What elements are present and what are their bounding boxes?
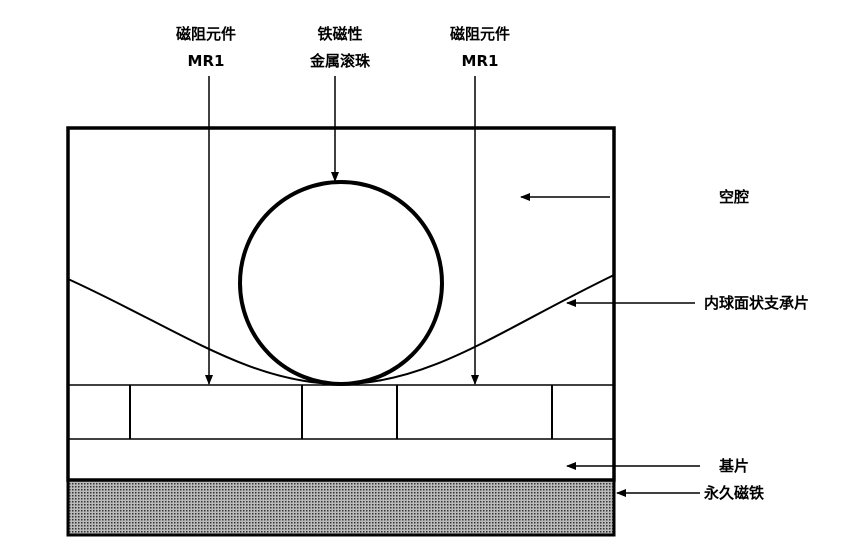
label-magnet: 永久磁铁 [703, 484, 764, 502]
label-mr-right: 磁阻元件 [450, 25, 510, 43]
spherical-support-sheet [67, 274, 615, 386]
label-cavity: 空腔 [719, 188, 749, 206]
label-substrate: 基片 [718, 457, 749, 475]
label-support: 内球面状支承片 [704, 294, 809, 312]
label-mr-left: 磁阻元件 [176, 25, 236, 43]
label-ball: 铁磁性 [317, 25, 362, 43]
label-mr-left-id: MR1 [188, 52, 225, 70]
label-ball-2: 金属滚珠 [309, 52, 371, 70]
ferromagnetic-ball [238, 180, 444, 386]
housing [66, 126, 616, 482]
permanent-magnet [66, 478, 616, 537]
label-mr-right-id: MR1 [462, 52, 499, 70]
